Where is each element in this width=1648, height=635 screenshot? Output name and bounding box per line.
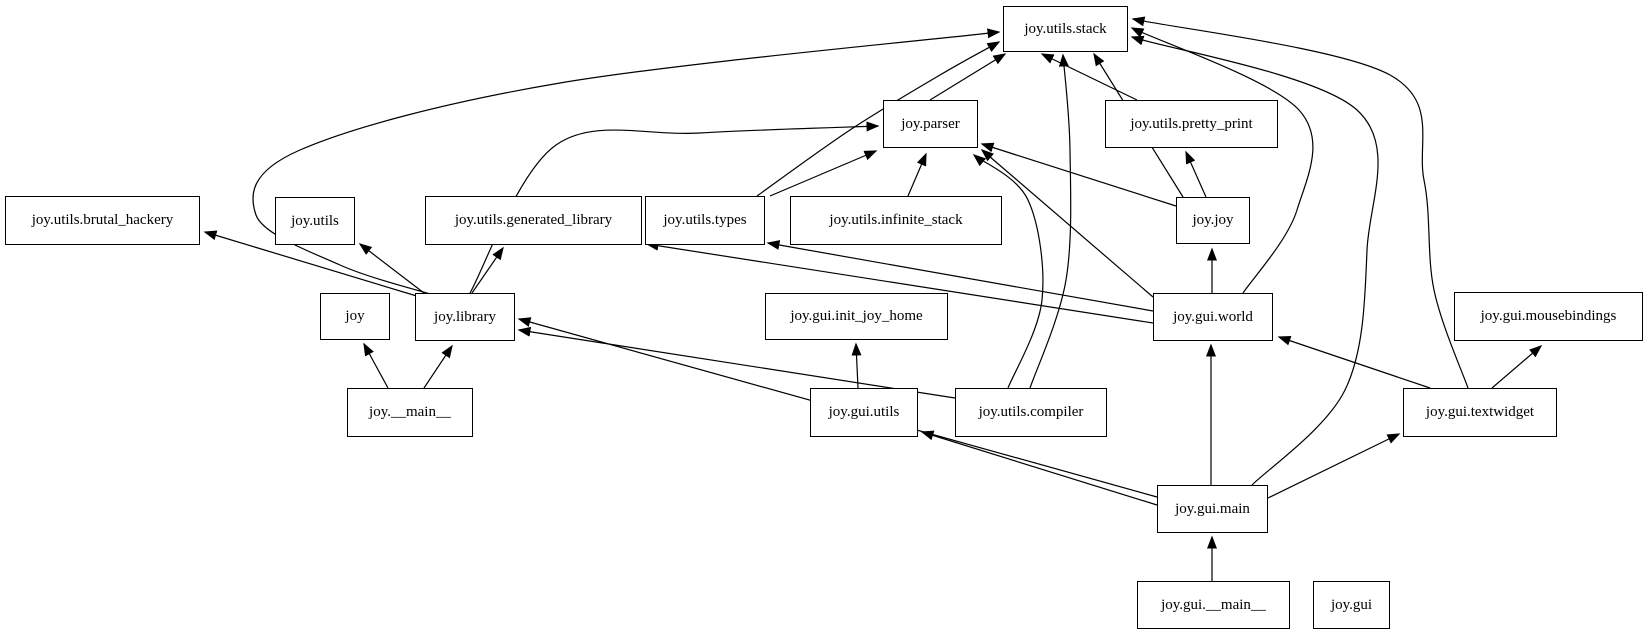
edge-joy-gui-world-to-joy-utils-stack [1130,27,1314,294]
node-joy-joy: joy.joy [1176,197,1250,244]
node-label: joy.parser [901,115,960,132]
edge-joy-library-to-joy-utils-stack [252,28,1001,297]
node-joy-parser: joy.parser [883,100,978,148]
edge-joy-utils-pretty_print-to-joy-utils-stack [1040,53,1138,101]
node-joy-utils-compiler: joy.utils.compiler [955,388,1107,437]
node-label: joy.utils [291,212,339,229]
node-label: joy.gui [1330,596,1373,613]
edge-joy-joy-to-joy-parser [980,142,1177,207]
node-joy-gui-textwidget: joy.gui.textwidget [1403,388,1557,437]
edge-joy-__main__-to-joy-library [423,344,453,389]
edge-joy-gui-textwidget-to-joy-gui-mousebindings [1491,345,1543,389]
node-joy-utils-generated_library: joy.utils.generated_library [425,196,642,245]
node-joy-utils-infinite_stack: joy.utils.infinite_stack [790,196,1002,245]
edge-joy-gui-utils-to-joy-gui-init_joy_home [851,342,862,389]
node-label: joy.gui.main [1175,500,1250,517]
node-joy-gui: joy.gui [1313,581,1390,629]
node-label: joy.utils.stack [1024,20,1107,37]
node-joy-utils-pretty_print: joy.utils.pretty_print [1105,100,1278,148]
edge-joy-utils-compiler-to-joy-parser [972,154,1044,389]
edge-joy-gui-main-to-joy-gui-textwidget [1267,433,1401,499]
node-label: joy.utils.brutal_hackery [31,212,174,228]
node-joy-gui-init_joy_home: joy.gui.init_joy_home [765,293,948,340]
node-label: joy.gui.textwidget [1425,404,1535,420]
node-label: joy.utils.types [663,212,747,228]
node-label: joy.gui.init_joy_home [790,308,923,324]
node-joy-__main__: joy.__main__ [347,388,473,437]
node-joy-gui-__main__: joy.gui.__main__ [1137,581,1290,629]
edge-joy-utils-compiler-to-joy-utils-stack [1029,53,1072,389]
node-joy-utils-brutal_hackery: joy.utils.brutal_hackery [5,196,200,245]
node-joy-utils: joy.utils [275,197,355,245]
node-label: joy.gui.__main__ [1161,596,1266,613]
node-joy-gui-mousebindings: joy.gui.mousebindings [1454,292,1643,341]
edge-joy-library-to-joy-utils-generated_library [471,246,504,294]
node-label: joy.utils.compiler [978,404,1084,420]
node-joy-utils-stack: joy.utils.stack [1003,6,1128,52]
node-label: joy.gui.mousebindings [1480,308,1617,324]
node-joy-gui-utils: joy.gui.utils [810,388,918,437]
node-label: joy.gui.utils [828,404,900,420]
node-label: joy.utils.generated_library [454,212,613,228]
edge-joy-gui-main-to-joy-gui-utils [920,430,1158,506]
node-label: joy.joy [1192,212,1234,228]
node-label: joy.utils.infinite_stack [829,212,963,228]
edge-joy-gui-world-to-joy-parser [980,149,1154,298]
node-label: joy.__main__ [369,404,451,420]
edge-joy-parser-to-joy-utils-stack [929,53,1007,101]
node-joy: joy [320,293,390,340]
node-label: joy.utils.pretty_print [1130,115,1253,132]
node-label: joy.gui.world [1173,308,1253,325]
edge-joy-joy-to-joy-utils-pretty_print [1185,150,1207,198]
node-joy-library: joy.library [415,293,515,341]
node-joy-gui-main: joy.gui.main [1157,485,1268,533]
node-joy-gui-world: joy.gui.world [1153,293,1273,341]
edge-joy-__main__-to-joy [363,342,389,389]
edge-joy-utils-infinite_stack-to-joy-parser [907,152,927,197]
edge-joy-gui-textwidget-to-joy-gui-world [1277,335,1431,389]
node-label: joy [345,308,365,324]
node-joy-utils-types: joy.utils.types [645,196,765,245]
node-label: joy.library [434,308,496,325]
edge-joy-utils-types-to-joy-parser [769,150,878,197]
edge-joy-library-to-joy-utils [358,243,425,294]
